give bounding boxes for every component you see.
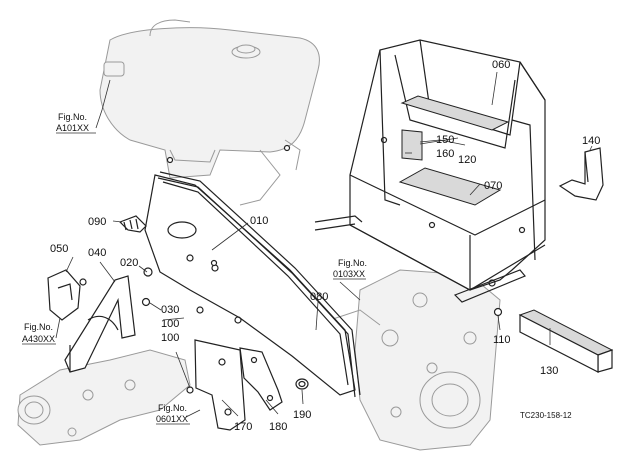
label-150: 150: [436, 134, 454, 146]
bolts: [79, 144, 503, 394]
radiator-frame-060: [314, 39, 546, 303]
ref-a101-line2: A101XX: [56, 123, 89, 133]
label-030: 030: [161, 304, 179, 316]
label-110: 110: [493, 334, 511, 346]
ref-o103: Fig.No. 0103XX: [333, 258, 367, 280]
label-050: 050: [50, 243, 68, 255]
ref-a430: Fig.No. A430XX: [22, 322, 56, 345]
grommet-190: [295, 378, 309, 390]
pad-070: [398, 167, 502, 206]
ref-o601: Fig.No. 0601XX: [156, 403, 190, 425]
ref-a430-line1: Fig.No.: [24, 322, 53, 332]
label-040: 040: [88, 247, 106, 259]
plate-180: [239, 347, 283, 411]
ref-a430-line2: A430XX: [22, 334, 55, 344]
leader-lines: [55, 71, 593, 418]
label-010: 010: [250, 215, 268, 227]
label-180: 180: [269, 421, 287, 433]
clip-090: [118, 215, 147, 233]
ref-o103-line2: 0103XX: [333, 269, 365, 279]
label-100-lower: 100: [161, 332, 179, 344]
label-120: 120: [458, 154, 476, 166]
engine-block-ghost: [329, 269, 501, 451]
label-070: 070: [484, 180, 502, 192]
pad-150: [401, 129, 423, 161]
drawing-code: TC230-158-12: [520, 411, 572, 420]
ref-o601-line2: 0601XX: [156, 414, 188, 424]
label-020: 020: [120, 257, 138, 269]
stay-040: [64, 275, 136, 373]
label-090: 090: [88, 216, 106, 228]
plate-170: [194, 339, 246, 431]
bar-130: [518, 309, 614, 373]
label-100-upper: 100: [161, 318, 179, 330]
label-060: 060: [492, 59, 510, 71]
label-160: 160: [436, 148, 454, 160]
ref-a101-line1: Fig.No.: [58, 112, 87, 122]
fuel-tank-ghost: [99, 19, 320, 206]
ref-o103-line1: Fig.No.: [338, 258, 367, 268]
label-170: 170: [234, 421, 252, 433]
pad-120: [400, 95, 510, 131]
ref-a101: Fig.No. A101XX: [56, 112, 96, 134]
exhaust-manifold-ghost: [17, 349, 191, 446]
shroud-010: [144, 174, 356, 396]
bracket-050: [47, 269, 81, 321]
ref-o601-line1: Fig.No.: [158, 403, 187, 413]
label-190: 190: [293, 409, 311, 421]
seal-080: [157, 171, 361, 398]
bracket-140: [558, 147, 604, 201]
label-080: 080: [310, 291, 328, 303]
label-140: 140: [582, 135, 600, 147]
label-130: 130: [540, 365, 558, 377]
